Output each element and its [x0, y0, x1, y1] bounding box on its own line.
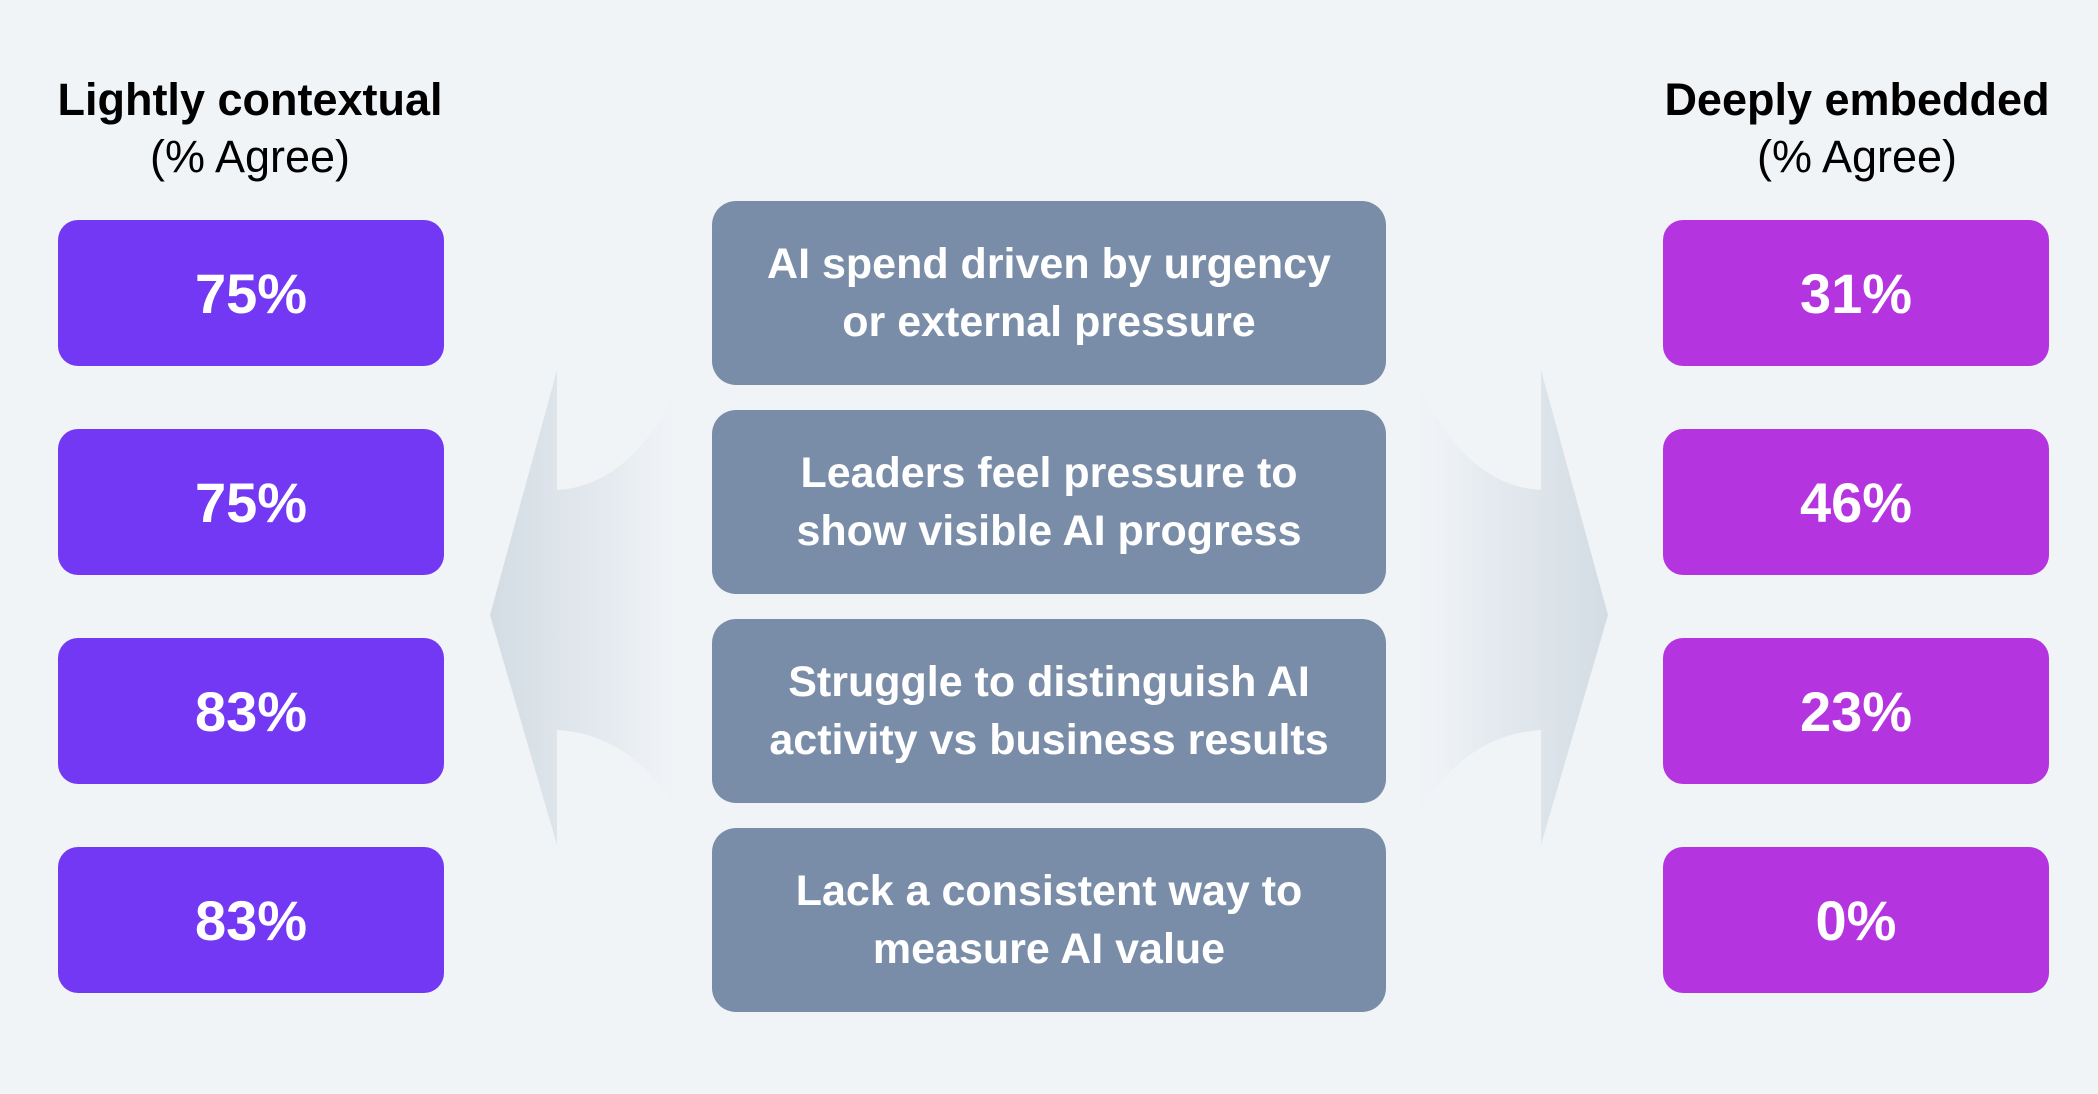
left-column-title: Lightly contextual — [57, 74, 443, 125]
left-column-subtitle: (% Agree) — [149, 131, 351, 182]
left-value-box: 75% — [58, 429, 444, 575]
right-arrow-shape — [1398, 330, 1608, 855]
statement-box: Struggle to distinguish AI activity vs b… — [712, 619, 1386, 803]
right-value-box: 31% — [1663, 220, 2049, 366]
left-arrow-shape — [490, 330, 700, 855]
right-column-title: Deeply embedded — [1664, 74, 2050, 125]
right-value-box: 23% — [1663, 638, 2049, 784]
statement-box: AI spend driven by urgency or external p… — [712, 201, 1386, 385]
right-value-box: 46% — [1663, 429, 2049, 575]
statement-box: Leaders feel pressure to show visible AI… — [712, 410, 1386, 594]
left-value-box: 83% — [58, 638, 444, 784]
left-value-box: 75% — [58, 220, 444, 366]
statement-box: Lack a consistent way to measure AI valu… — [712, 828, 1386, 1012]
left-value-box: 83% — [58, 847, 444, 993]
right-column-header: Deeply embedded (% Agree) — [1627, 72, 2087, 186]
right-value-box: 0% — [1663, 847, 2049, 993]
right-column-subtitle: (% Agree) — [1756, 131, 1958, 182]
left-column-header: Lightly contextual (% Agree) — [20, 72, 480, 186]
